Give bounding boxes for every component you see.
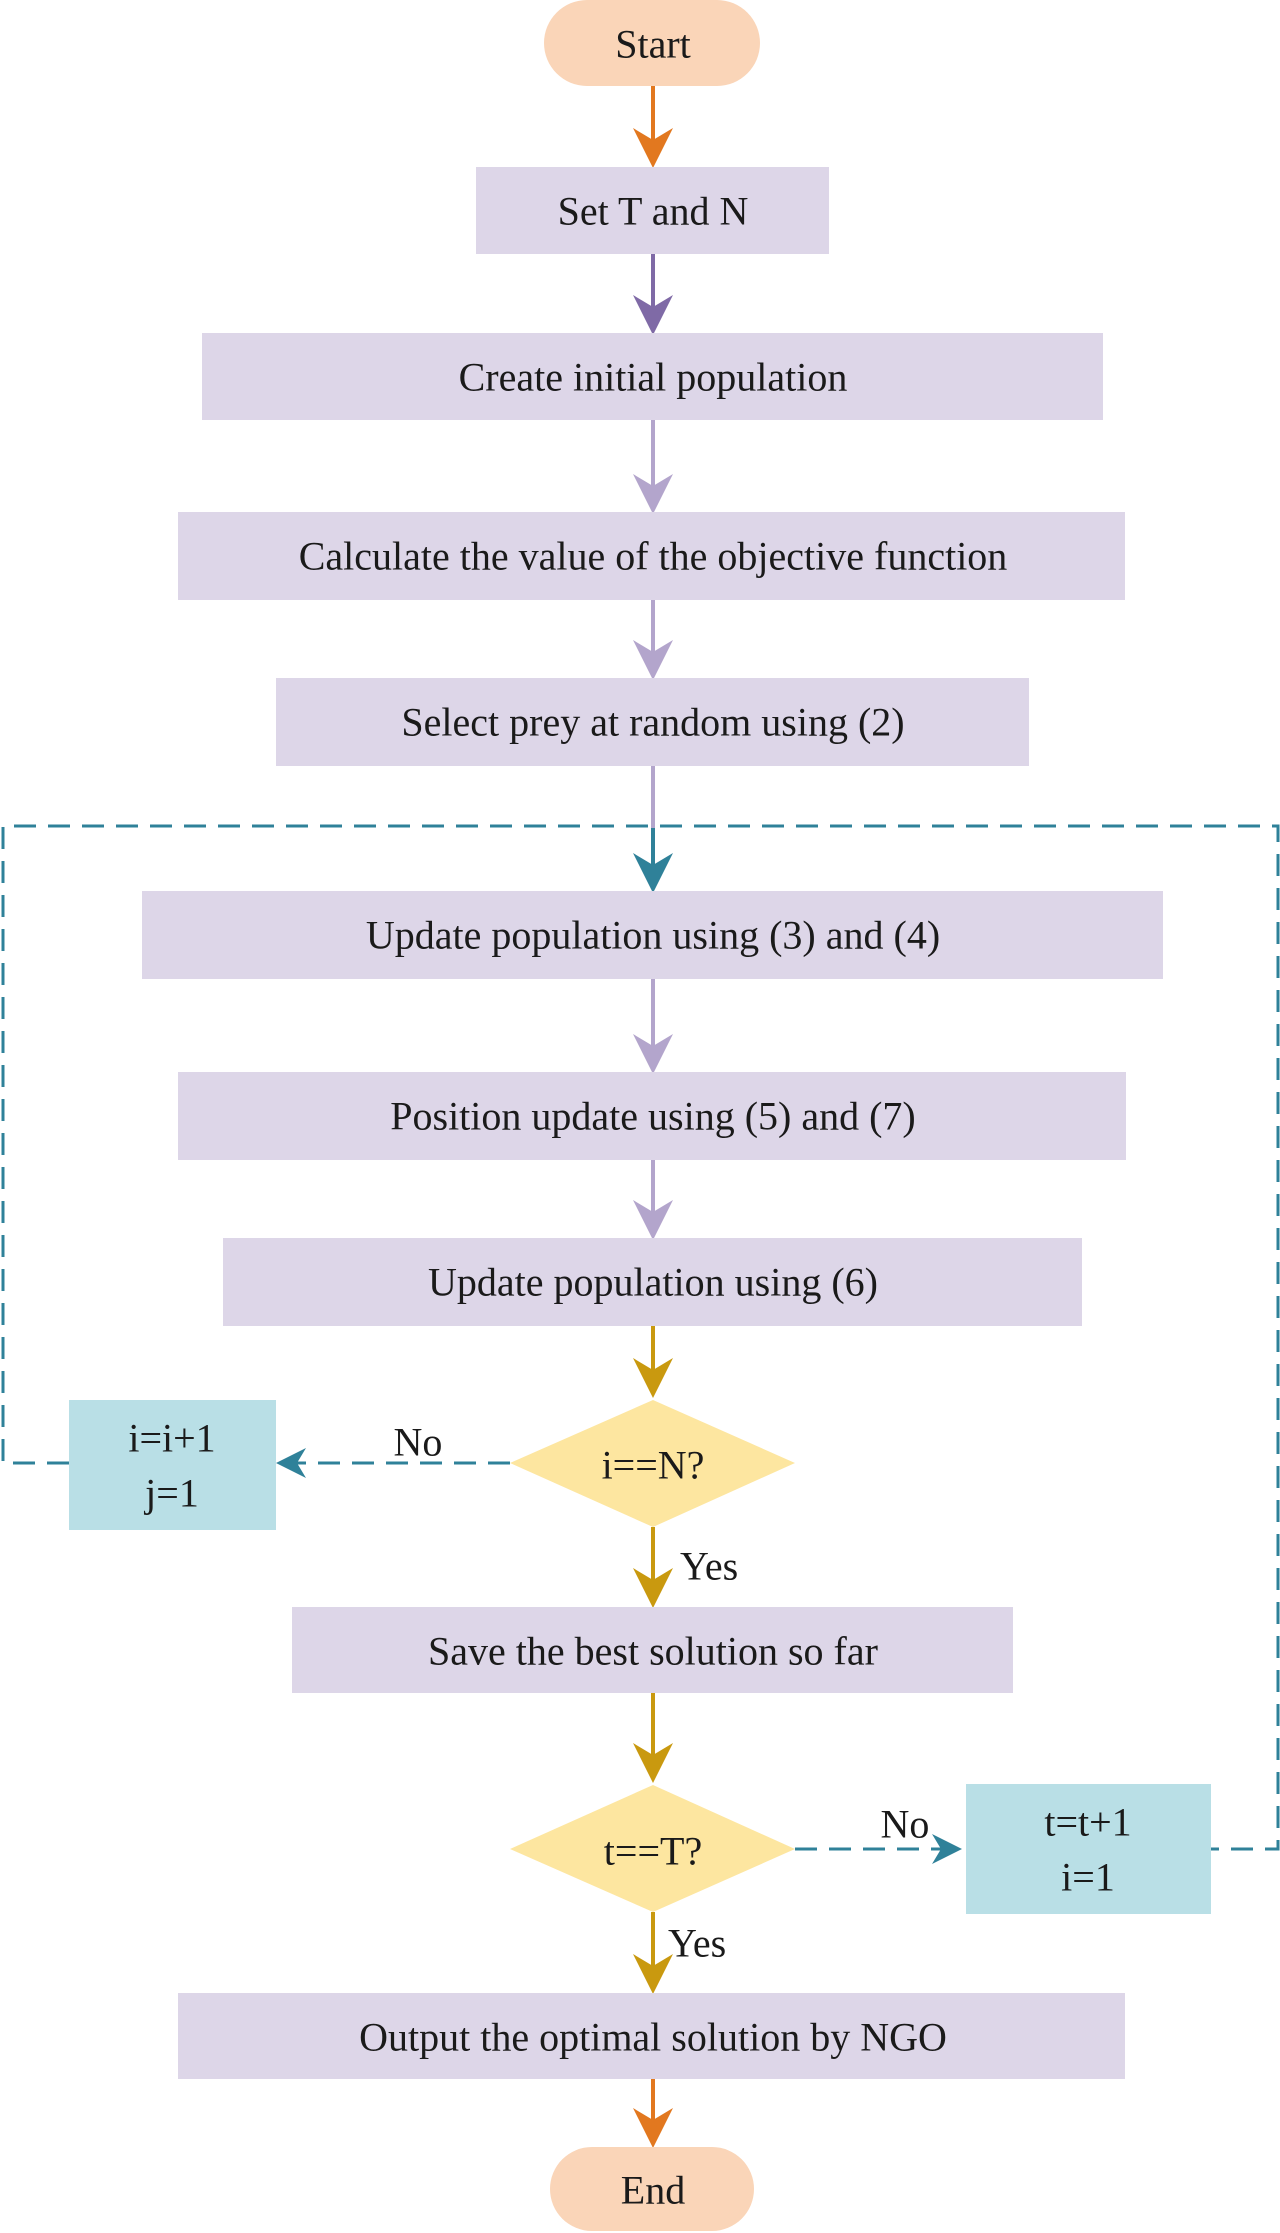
set-params-node: Set T and N [476,167,829,254]
set-params-label: Set T and N [558,189,749,234]
increment-t-line2: i=1 [1061,1855,1115,1900]
init-population-label: Create initial population [459,355,848,400]
update-population-6-node: Update population using (6) [223,1238,1082,1326]
save-best-node: Save the best solution so far [292,1607,1013,1693]
select-prey-label: Select prey at random using (2) [401,700,904,745]
decision-t-node: t==T? [510,1785,795,1912]
increment-t-node: t=t+1 i=1 [966,1784,1211,1914]
decision-t-yes-label: Yes [668,1921,726,1966]
update-population-34-label: Update population using (3) and (4) [366,913,940,958]
decision-i-label: i==N? [602,1443,705,1488]
decision-t-label: t==T? [604,1829,702,1874]
output-node: Output the optimal solution by NGO [178,1993,1125,2079]
output-label: Output the optimal solution by NGO [359,2015,947,2060]
update-population-34-node: Update population using (3) and (4) [142,891,1163,979]
end-label: End [621,2168,685,2213]
update-population-6-label: Update population using (6) [428,1260,878,1305]
decision-i-node: i==N? [510,1400,795,1527]
select-prey-node: Select prey at random using (2) [276,678,1029,766]
position-update-label: Position update using (5) and (7) [390,1094,916,1139]
calc-objective-label: Calculate the value of the objective fun… [299,534,1008,579]
increment-i-line2: j=1 [143,1471,199,1516]
increment-i-line1: i=i+1 [128,1416,215,1461]
position-update-node: Position update using (5) and (7) [178,1072,1126,1160]
calc-objective-node: Calculate the value of the objective fun… [178,512,1125,600]
decision-t-no-label: No [881,1802,930,1847]
init-population-node: Create initial population [202,333,1103,420]
increment-i-node: i=i+1 j=1 [69,1400,276,1530]
decision-i-yes-label: Yes [680,1544,738,1589]
save-best-label: Save the best solution so far [428,1629,878,1674]
loop-i-feedback-line [1,824,1280,1851]
decision-i-no-label: No [394,1420,443,1465]
increment-t-line1: t=t+1 [1044,1800,1131,1845]
start-node: Start [544,0,760,86]
end-node: End [550,2147,754,2231]
start-label: Start [615,22,691,67]
